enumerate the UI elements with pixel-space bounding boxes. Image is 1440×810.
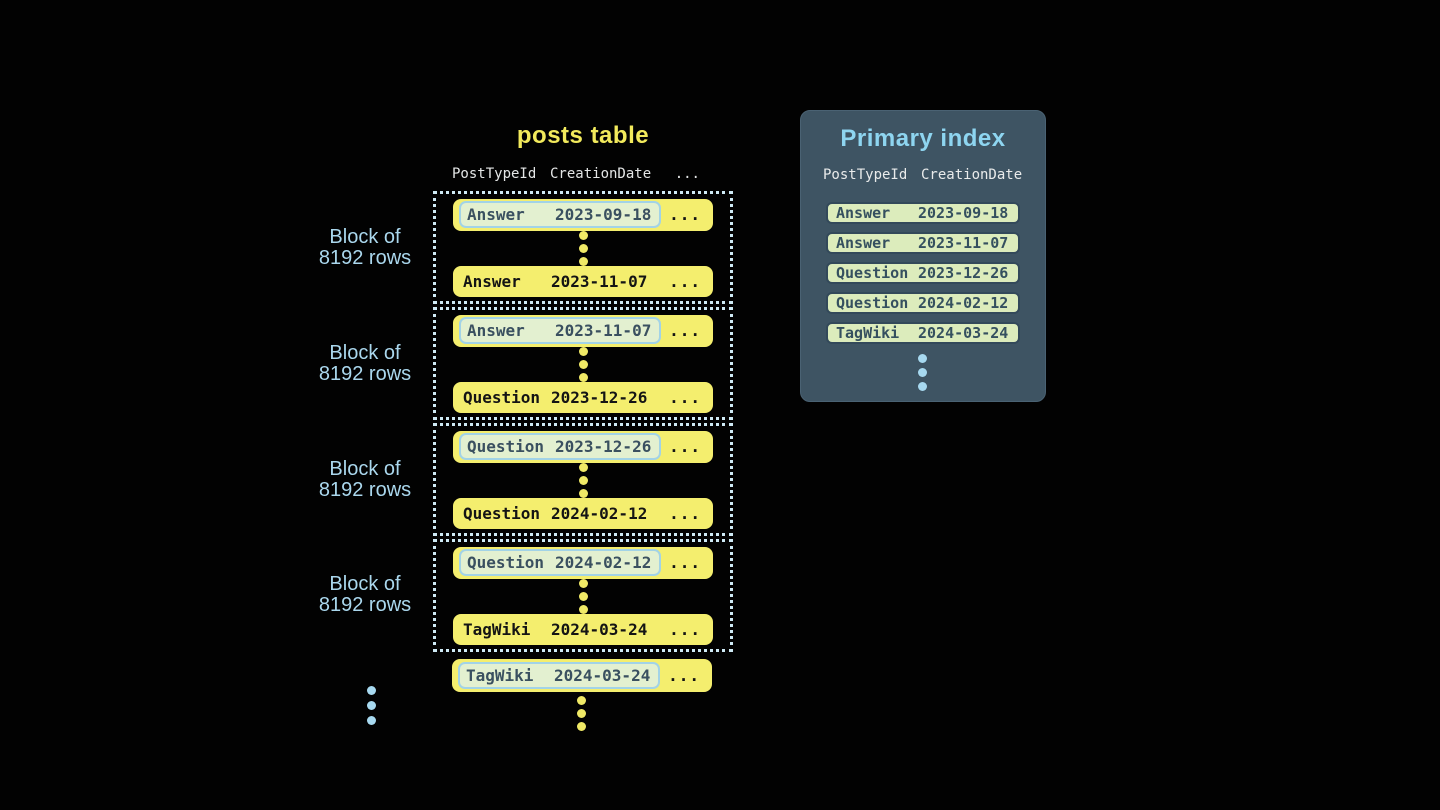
block-label-line2: 8192 rows <box>318 479 412 501</box>
cell-posttypeid: Question <box>467 553 545 573</box>
cell-more-ellipsis: ... <box>669 271 701 291</box>
block-label-line1: Block of <box>329 573 401 595</box>
cell-more-ellipsis: ... <box>669 553 701 573</box>
ellipsis-dots-icon <box>578 462 588 498</box>
cell-posttypeid: TagWiki <box>463 619 531 639</box>
index-entry: Question 2023-12-26 <box>826 262 1020 284</box>
cell-posttypeid: Answer <box>467 205 525 225</box>
cell-creationdate: 2023-11-07 <box>555 321 652 341</box>
cell-posttypeid: TagWiki <box>466 666 534 685</box>
index-entry: Answer 2023-09-18 <box>826 202 1020 224</box>
row-block-1: Answer 2023-09-18 ... Answer 2023-11-07 … <box>433 191 733 304</box>
cell-more-ellipsis: ... <box>669 437 701 457</box>
cell-creationdate: 2023-12-26 <box>918 264 1009 282</box>
cell-creationdate: 2023-09-18 <box>918 204 1009 222</box>
table-row-first: Answer 2023-11-07 ... <box>453 315 713 347</box>
cell-creationdate: 2023-11-07 <box>551 271 648 291</box>
primary-index-title: Primary index <box>840 125 1006 152</box>
indexed-row-highlight: TagWiki 2024-03-24 <box>458 662 661 689</box>
index-entry: Question 2024-02-12 <box>826 292 1020 314</box>
table-row-first: Question 2023-12-26 ... <box>453 431 713 463</box>
table-row-last: Question 2023-12-26 ... <box>453 381 713 413</box>
block-label-line2: 8192 rows <box>318 247 412 269</box>
cell-posttypeid: Answer <box>836 204 891 222</box>
column-header-posttypeid: PostTypeId <box>823 167 908 183</box>
cell-creationdate: 2023-11-07 <box>918 234 1009 252</box>
indexed-row-highlight: Question 2024-02-12 <box>459 549 662 577</box>
posts-table-blocks: Answer 2023-09-18 ... Answer 2023-11-07 … <box>433 191 733 655</box>
cell-creationdate: 2024-02-12 <box>918 294 1009 312</box>
posts-table-title: posts table <box>516 122 650 149</box>
cell-posttypeid: Answer <box>463 271 521 291</box>
cell-posttypeid: Question <box>836 264 909 282</box>
table-row-first: Question 2024-02-12 ... <box>453 547 713 579</box>
index-entry: Answer 2023-11-07 <box>826 232 1020 254</box>
block-label-line2: 8192 rows <box>318 363 412 385</box>
table-row-first: Answer 2023-09-18 ... <box>453 199 713 231</box>
column-header-more-ellipsis: ... <box>674 166 700 182</box>
block-label-line1: Block of <box>329 342 401 364</box>
cell-posttypeid: TagWiki <box>836 324 900 342</box>
cell-creationdate: 2024-03-24 <box>918 324 1009 342</box>
indexed-row-highlight: Question 2023-12-26 <box>459 433 662 461</box>
cell-more-ellipsis: ... <box>669 619 701 639</box>
cell-more-ellipsis: ... <box>668 666 700 685</box>
more-index-entries-ellipsis-icon <box>918 354 927 391</box>
indexed-row-highlight: Answer 2023-11-07 <box>459 317 662 345</box>
cell-posttypeid: Question <box>463 387 541 407</box>
cell-posttypeid: Question <box>467 437 545 457</box>
cell-creationdate: 2023-09-18 <box>555 205 652 225</box>
cell-posttypeid: Question <box>836 294 909 312</box>
primary-index-panel: Primary index PostTypeId CreationDate An… <box>800 110 1046 402</box>
column-header-posttypeid: PostTypeId <box>452 166 537 182</box>
block-label-2: Block of 8192 rows <box>295 343 435 385</box>
row-block-4: Question 2024-02-12 ... TagWiki 2024-03-… <box>433 539 733 652</box>
cell-more-ellipsis: ... <box>669 321 701 341</box>
more-blocks-ellipsis-icon <box>367 686 376 725</box>
cell-more-ellipsis: ... <box>669 205 701 225</box>
table-row-last: Answer 2023-11-07 ... <box>453 265 713 297</box>
cell-creationdate: 2024-02-12 <box>551 503 648 523</box>
column-header-creationdate: CreationDate <box>921 167 1023 183</box>
table-row-last: Question 2024-02-12 ... <box>453 497 713 529</box>
cell-posttypeid: Question <box>463 503 541 523</box>
block-label-line1: Block of <box>329 458 401 480</box>
block-label-line2: 8192 rows <box>318 594 412 616</box>
posts-table-column-headers: PostTypeId CreationDate ... <box>452 166 712 182</box>
cell-creationdate: 2023-12-26 <box>555 437 652 457</box>
ellipsis-dots-icon <box>578 230 588 266</box>
cell-posttypeid: Answer <box>836 234 891 252</box>
ellipsis-dots-icon <box>578 578 588 614</box>
column-header-creationdate: CreationDate <box>550 166 652 182</box>
block-label-line1: Block of <box>329 226 401 248</box>
row-block-3: Question 2023-12-26 ... Question 2024-02… <box>433 423 733 536</box>
primary-index-rows: Answer 2023-09-18 Answer 2023-11-07 Ques… <box>826 202 1020 352</box>
cell-creationdate: 2023-12-26 <box>551 387 648 407</box>
table-row-last: TagWiki 2024-03-24 ... <box>453 613 713 645</box>
primary-index-column-headers: PostTypeId CreationDate <box>823 167 1025 183</box>
more-rows-ellipsis-icon <box>577 696 586 731</box>
cell-creationdate: 2024-03-24 <box>551 619 648 639</box>
table-row-trailing: TagWiki 2024-03-24 ... <box>452 659 712 692</box>
block-label-1: Block of 8192 rows <box>295 227 435 269</box>
row-block-2: Answer 2023-11-07 ... Question 2023-12-2… <box>433 307 733 420</box>
indexed-row-highlight: Answer 2023-09-18 <box>459 201 662 229</box>
cell-more-ellipsis: ... <box>669 387 701 407</box>
block-label-4: Block of 8192 rows <box>295 574 435 616</box>
block-label-3: Block of 8192 rows <box>295 459 435 501</box>
index-entry: TagWiki 2024-03-24 <box>826 322 1020 344</box>
cell-creationdate: 2024-02-12 <box>555 553 652 573</box>
cell-posttypeid: Answer <box>467 321 525 341</box>
cell-creationdate: 2024-03-24 <box>554 666 651 685</box>
ellipsis-dots-icon <box>578 346 588 382</box>
cell-more-ellipsis: ... <box>669 503 701 523</box>
